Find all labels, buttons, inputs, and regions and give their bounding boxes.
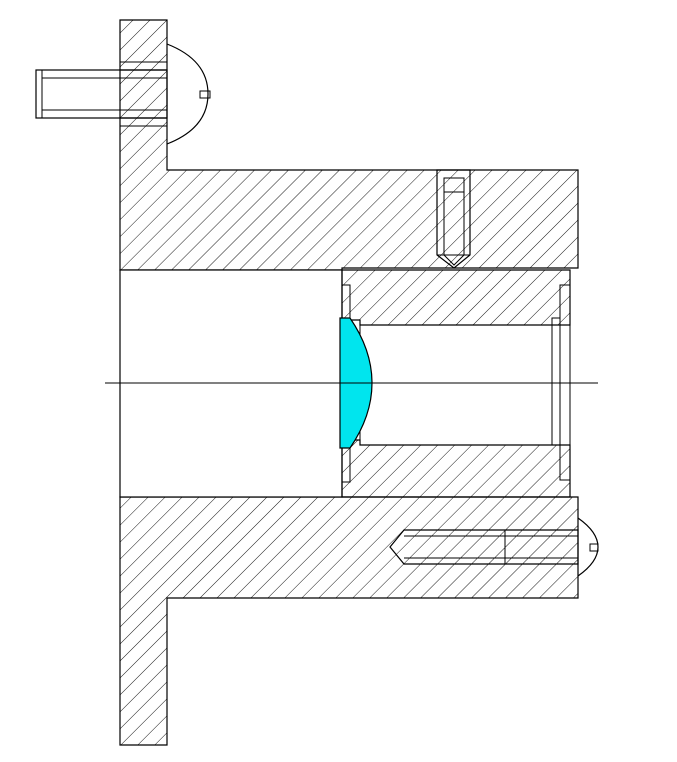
screw-shank: [35, 69, 168, 119]
top-mounting-screw: [35, 43, 211, 145]
housing-lower-section: [119, 496, 579, 746]
bottom-screw-head-icon: [577, 517, 599, 577]
screw-slot: [199, 90, 211, 99]
screw-head-icon: [166, 43, 209, 145]
bottom-screw: [389, 517, 599, 577]
barrel-upper-wall: [341, 269, 571, 326]
housing-upper-section: [119, 19, 579, 271]
set-screw: [436, 169, 471, 269]
barrel-lower-wall: [341, 439, 571, 498]
barrel-bore: [359, 324, 553, 446]
set-screw-slot: [443, 177, 465, 193]
retaining-ring: [551, 317, 561, 446]
bottom-screw-slot: [589, 543, 599, 552]
